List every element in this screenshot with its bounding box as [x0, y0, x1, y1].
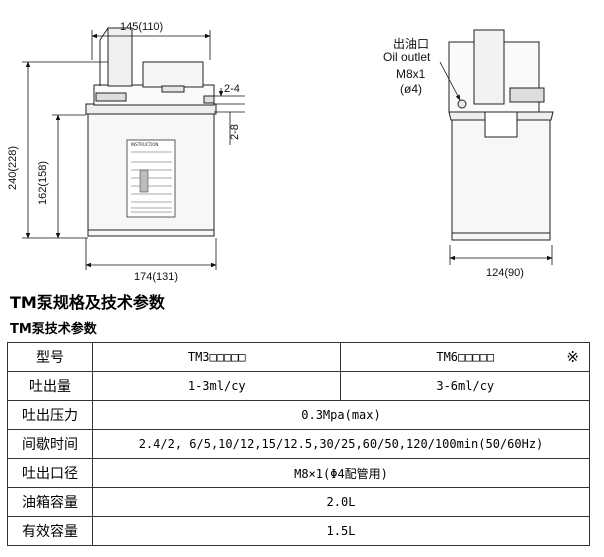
row-value-tm6: 3-6ml/cy — [340, 371, 590, 401]
row-value: M8×1(Φ4配管用) — [92, 458, 590, 488]
dim-width-bottom: 174(131) — [134, 271, 178, 283]
side-dimensions — [439, 61, 553, 265]
outlet-diameter: (ø4) — [400, 82, 422, 96]
spec-table: 型号 TM3□□□□□ TM6□□□□□ ※ 吐出量 1-3ml/cy 3-6m… — [7, 342, 590, 546]
dim-height-body: 162(158) — [37, 161, 49, 205]
table-row: 吐出压力 0.3Mpa(max) — [7, 400, 590, 430]
front-dimensions — [22, 30, 245, 270]
side-view — [448, 29, 554, 241]
table-row: 油箱容量 2.0L — [7, 487, 590, 517]
table-row: 吐出量 1-3ml/cy 3-6ml/cy — [7, 371, 590, 401]
front-view — [85, 27, 217, 237]
model-tm3: TM3□□□□□ — [91, 342, 342, 372]
dim-gap-horizontal: 2-4 — [224, 83, 240, 95]
row-label: 吐出量 — [7, 371, 93, 401]
row-label: 吐出口径 — [7, 458, 93, 488]
row-label: 有效容量 — [7, 516, 93, 546]
instruction-label: INSTRUCTION — [126, 139, 176, 218]
outlet-label-en: Oil outlet — [383, 50, 431, 64]
model-tm6-wrap: TM6□□□□□ ※ — [341, 348, 589, 366]
dim-height-total: 240(228) — [7, 146, 19, 190]
dim-gap-vertical: 2-8 — [229, 124, 241, 140]
note-mark: ※ — [566, 348, 579, 366]
table-row: 吐出口径 M8×1(Φ4配管用) — [7, 458, 590, 488]
label-title: INSTRUCTION — [131, 142, 158, 147]
section-title: TM泵规格及技术参数 — [10, 293, 165, 312]
row-value: 2.0L — [92, 487, 590, 517]
table-row: 型号 TM3□□□□□ TM6□□□□□ ※ — [7, 342, 590, 372]
row-label: 吐出压力 — [7, 400, 93, 430]
table-title: TM泵技术参数 — [10, 322, 97, 337]
outlet-label-cn: 出油口 — [393, 37, 429, 51]
model-tm6-cell: TM6□□□□□ ※ — [340, 342, 590, 372]
row-label: 间歇时间 — [7, 429, 93, 459]
row-label: 油箱容量 — [7, 487, 93, 517]
outlet-thread: M8x1 — [396, 67, 426, 81]
row-value-tm3: 1-3ml/cy — [91, 371, 342, 401]
dim-width-top: 145(110) — [120, 21, 163, 33]
row-label: 型号 — [7, 342, 93, 372]
dim-side-width: 124(90) — [486, 267, 524, 279]
row-value: 1.5L — [92, 516, 590, 546]
pump-drawing: INSTRUCTION — [7, 21, 554, 283]
row-value: 0.3Mpa(max) — [92, 400, 590, 430]
row-value: 2.4/2, 6/5,10/12,15/12.5,30/25,60/50,120… — [92, 429, 590, 459]
table-row: 间歇时间 2.4/2, 6/5,10/12,15/12.5,30/25,60/5… — [7, 429, 590, 459]
model-tm6: TM6□□□□□ — [436, 350, 495, 364]
table-row: 有效容量 1.5L — [7, 516, 590, 546]
